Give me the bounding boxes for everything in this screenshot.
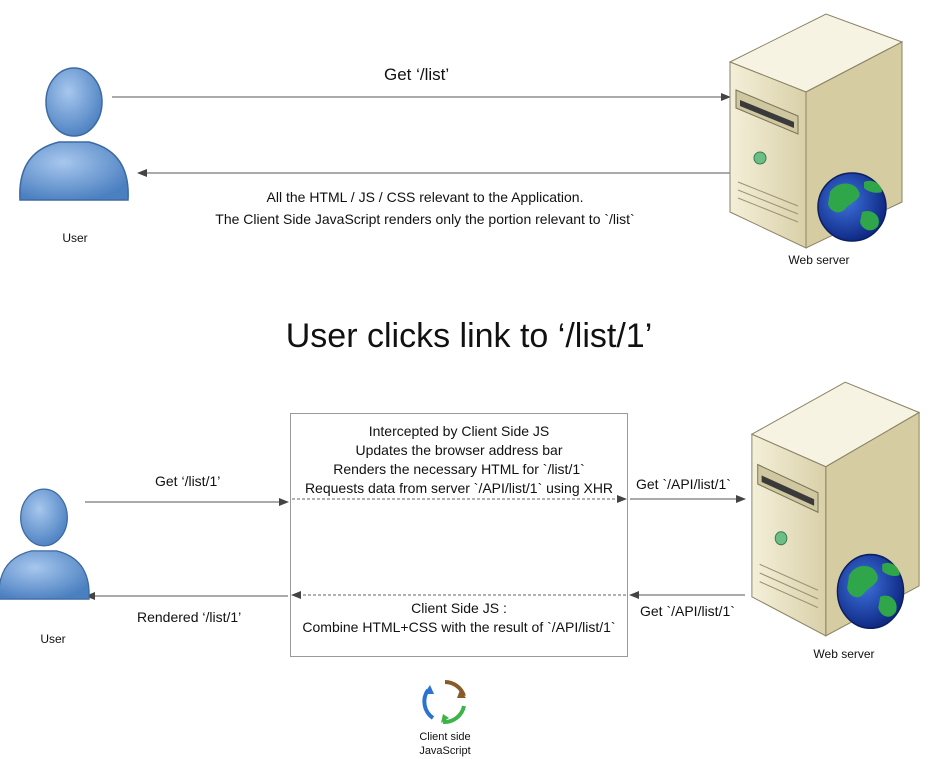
box-line-request-data: Requests data from server `/API/list/1` … bbox=[304, 480, 614, 496]
user-label-bottom: User bbox=[40, 632, 66, 646]
recycle-icon bbox=[422, 680, 466, 725]
server-label-top: Web server bbox=[788, 253, 850, 267]
rendered-label: Rendered ‘/list/1’ bbox=[137, 609, 242, 625]
box-line-client-js: Client Side JS : bbox=[411, 600, 507, 616]
client-js-label-line1: Client side bbox=[419, 731, 471, 743]
box-line-address-bar: Updates the browser address bar bbox=[355, 442, 563, 458]
box-line-combine: Combine HTML+CSS with the result of `/AP… bbox=[302, 619, 616, 635]
request-label-top: Get ‘/list’ bbox=[384, 65, 450, 84]
server-label-bottom: Web server bbox=[813, 647, 875, 661]
client-js-box bbox=[290, 413, 628, 657]
response-label-line2: The Client Side JavaScript renders only … bbox=[215, 211, 635, 227]
api-request-label: Get `/API/list/1` bbox=[636, 476, 731, 492]
web-server-icon bbox=[728, 13, 904, 249]
api-response-label: Get `/API/list/1` bbox=[640, 603, 735, 619]
user-icon bbox=[19, 67, 129, 201]
request-label-bottom: Get ‘/list/1’ bbox=[155, 473, 221, 489]
section-heading: User clicks link to ‘/list/1’ bbox=[285, 317, 653, 355]
user-icon bbox=[0, 488, 90, 600]
response-label-line1: All the HTML / JS / CSS relevant to the … bbox=[266, 189, 584, 205]
user-label-top: User bbox=[62, 231, 88, 245]
client-js-label-line2: JavaScript bbox=[419, 745, 471, 757]
box-line-render-html: Renders the necessary HTML for `/list/1` bbox=[333, 461, 585, 477]
web-server-icon bbox=[750, 381, 921, 637]
box-line-intercepted: Intercepted by Client Side JS bbox=[368, 423, 550, 439]
